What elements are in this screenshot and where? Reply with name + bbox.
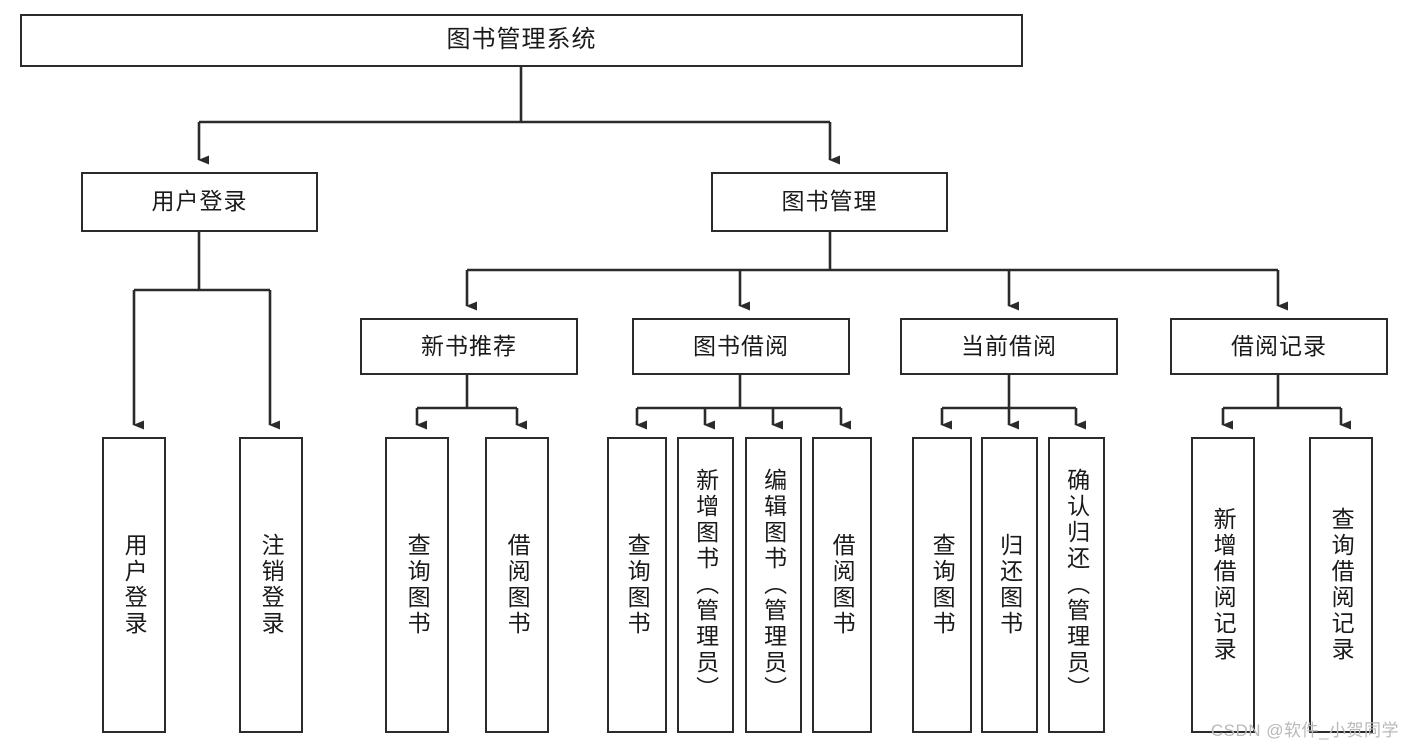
leaf-query-books-recommend[interactable]: 查询图书 <box>385 437 449 733</box>
node-root-book-management-system[interactable]: 图书管理系统 <box>20 14 1023 67</box>
leaf-add-borrow-record[interactable]: 新增借阅记录 <box>1191 437 1255 733</box>
leaf-return-books[interactable]: 归还图书 <box>981 437 1038 733</box>
leaf-query-books-current[interactable]: 查询图书 <box>912 437 972 733</box>
leaf-confirm-return-admin[interactable]: 确认归还（管理员） <box>1048 437 1105 733</box>
node-book-borrowing[interactable]: 图书借阅 <box>632 318 850 375</box>
node-user-login[interactable]: 用户登录 <box>81 172 318 232</box>
node-book-management[interactable]: 图书管理 <box>711 172 948 232</box>
leaf-borrow-books-borrow[interactable]: 借阅图书 <box>812 437 872 733</box>
leaf-edit-book-admin[interactable]: 编辑图书（管理员） <box>745 437 802 733</box>
node-borrowing-record[interactable]: 借阅记录 <box>1170 318 1388 375</box>
watermark: CSDN @软件_小贺同学 <box>1210 721 1399 740</box>
leaf-add-book-admin[interactable]: 新增图书（管理员） <box>677 437 734 733</box>
node-new-book-recommendation[interactable]: 新书推荐 <box>360 318 578 375</box>
leaf-logout[interactable]: 注销登录 <box>239 437 303 733</box>
leaf-query-borrow-record[interactable]: 查询借阅记录 <box>1309 437 1373 733</box>
leaf-borrow-books-recommend[interactable]: 借阅图书 <box>485 437 549 733</box>
node-current-borrowing[interactable]: 当前借阅 <box>900 318 1118 375</box>
leaf-user-login[interactable]: 用户登录 <box>102 437 166 733</box>
leaf-query-books-borrow[interactable]: 查询图书 <box>607 437 667 733</box>
